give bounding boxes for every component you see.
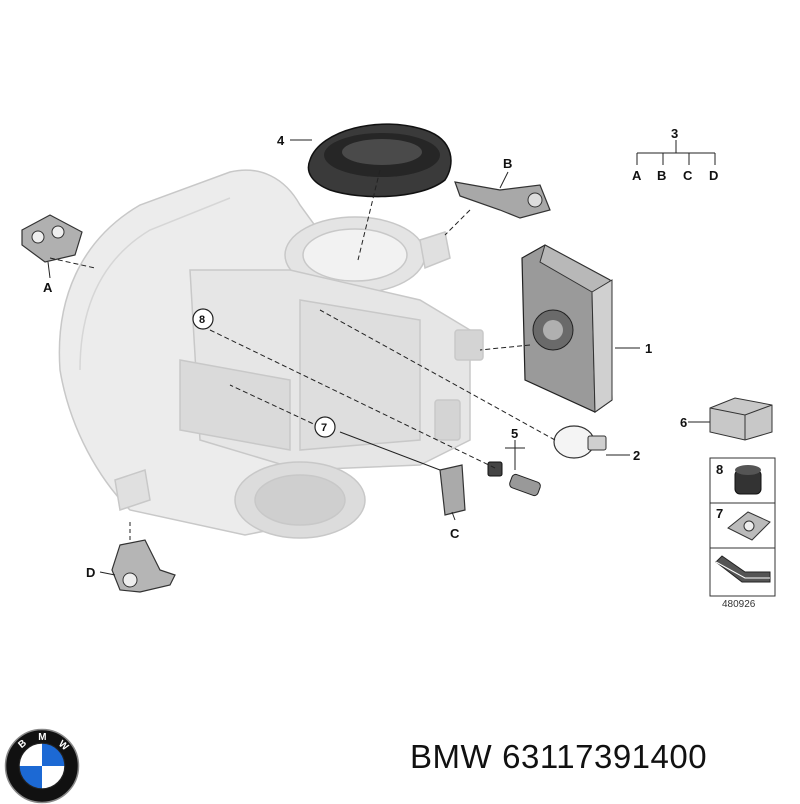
bracket-a	[21, 214, 83, 263]
bmw-logo: B M W	[4, 728, 80, 804]
label-part-8: 8	[199, 314, 205, 326]
label-d: D	[86, 565, 95, 580]
label-part-6: 6	[680, 415, 687, 430]
diagram-id: 480926	[722, 599, 756, 610]
seal-strip-icon	[715, 555, 771, 583]
headlight-housing	[58, 169, 484, 539]
part-number: 63117391400	[502, 738, 708, 775]
bracket-d	[111, 539, 176, 593]
nut-icon	[734, 465, 762, 495]
label-part-4: 4	[277, 133, 285, 148]
label-c: C	[450, 526, 460, 541]
bracket-c	[439, 464, 466, 516]
label-a: A	[43, 280, 53, 295]
svg-text:M: M	[38, 732, 46, 743]
label-b: B	[503, 156, 512, 171]
side-label-8: 8	[716, 462, 723, 477]
part-kit-box	[709, 397, 773, 441]
part-bulb	[553, 425, 607, 459]
part-cap	[307, 123, 452, 198]
leader-lines	[47, 139, 710, 576]
part-ballast	[521, 244, 613, 413]
legend-c: C	[683, 168, 693, 183]
part-small-bulb	[487, 461, 541, 497]
label-part-5: 5	[511, 426, 518, 441]
callout-circle-8	[192, 308, 214, 330]
legend-d: D	[709, 168, 718, 183]
clip-icon	[727, 511, 771, 541]
bracket-b	[454, 181, 551, 219]
label-part-1: 1	[645, 341, 652, 356]
side-panel	[709, 457, 776, 597]
label-part-7: 7	[321, 422, 327, 434]
brand-name: BMW	[410, 738, 493, 775]
legend-b: B	[657, 168, 666, 183]
legend-a: A	[632, 168, 642, 183]
legend-root: 3	[671, 126, 678, 141]
side-label-7: 7	[716, 506, 723, 521]
callout-circle-7	[314, 416, 336, 438]
legend-tree	[636, 140, 716, 165]
label-part-2: 2	[633, 448, 640, 463]
